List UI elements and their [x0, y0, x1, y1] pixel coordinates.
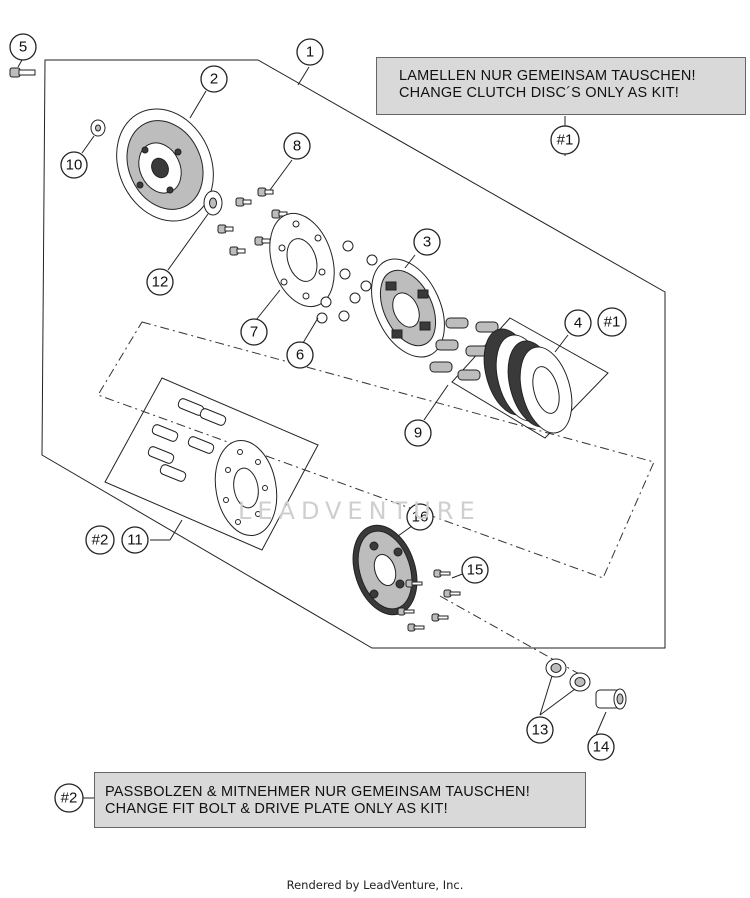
- kit-ref-note-1: #1: [550, 125, 580, 155]
- sleeve-part-14: [595, 688, 627, 710]
- svg-text:#1: #1: [557, 132, 574, 149]
- svg-text:9: 9: [414, 425, 422, 442]
- note-2-german: PASSBOLZEN & MITNEHMER NUR GEMEINSAM TAU…: [105, 784, 530, 800]
- assembly-axis: [439, 595, 591, 681]
- svg-text:1: 1: [306, 44, 314, 61]
- kit-dashed-outline: [97, 321, 655, 579]
- drive-plate-kit-note: PASSBOLZEN & MITNEHMER NUR GEMEINSAM TAU…: [94, 772, 586, 828]
- springs-part-9: [429, 317, 499, 381]
- washer-part-10: [90, 119, 106, 137]
- clutch-disc-kit-box: [451, 317, 609, 439]
- svg-text:8: 8: [293, 138, 301, 155]
- callout-11: 11: [121, 526, 149, 554]
- svg-text:5: 5: [19, 39, 27, 56]
- kit-ref-note-2: #2: [54, 783, 84, 813]
- svg-text:3: 3: [423, 234, 431, 251]
- svg-text:#1: #1: [604, 314, 621, 331]
- thrust-washer-part-12: [203, 190, 223, 216]
- svg-text:11: 11: [127, 532, 143, 549]
- callout-10: 10: [60, 151, 88, 179]
- callout-4: 4: [564, 309, 592, 337]
- svg-text:10: 10: [66, 157, 83, 174]
- callout-5: 5: [9, 33, 37, 61]
- svg-text:#2: #2: [61, 790, 78, 807]
- gear-part-16: [352, 524, 418, 616]
- drive-plate-part-11: [147, 398, 278, 537]
- svg-text:15: 15: [467, 562, 484, 579]
- bolts-part-15: [397, 569, 461, 632]
- plate-part-7: [269, 212, 335, 308]
- svg-text:16: 16: [412, 509, 429, 526]
- balls-part-6: [316, 240, 378, 324]
- callout-12: 12: [146, 268, 174, 296]
- note-2-english: CHANGE FIT BOLT & DRIVE PLATE ONLY AS KI…: [105, 801, 448, 817]
- svg-text:13: 13: [532, 722, 549, 739]
- note-1-german: LAMELLEN NUR GEMEINSAM TAUSCHEN!: [399, 68, 696, 84]
- callout-13: 13: [526, 716, 554, 744]
- callout-1: 1: [296, 38, 324, 66]
- bushings-part-13: [545, 658, 591, 692]
- callout-2: 2: [200, 65, 228, 93]
- callout-7: 7: [240, 318, 268, 346]
- svg-text:14: 14: [593, 739, 610, 756]
- clutch-discs-part-4: [483, 328, 573, 434]
- svg-text:12: 12: [152, 274, 169, 291]
- note-1-english: CHANGE CLUTCH DISC´S ONLY AS KIT!: [399, 85, 680, 101]
- clutch-hub-part-3: [371, 258, 445, 358]
- leader-lines: [17, 59, 607, 736]
- callout-3: 3: [413, 228, 441, 256]
- callout-8: 8: [283, 132, 311, 160]
- watermark-logo: LEADVENTURE: [238, 497, 481, 525]
- svg-text:2: 2: [210, 71, 218, 88]
- clutch-basket-part-2: [116, 108, 214, 222]
- callout-9: 9: [404, 419, 432, 447]
- svg-text:7: 7: [250, 324, 258, 341]
- kit-ref-part-4: #1: [597, 307, 627, 337]
- callout-6: 6: [286, 341, 314, 369]
- footer-credit: Rendered by LeadVenture, Inc.: [286, 878, 464, 892]
- assembly-outline: [41, 59, 666, 649]
- callout-14: 14: [587, 733, 615, 761]
- clutch-disc-kit-note: LAMELLEN NUR GEMEINSAM TAUSCHEN! CHANGE …: [376, 57, 746, 115]
- callout-16: 16: [406, 503, 434, 531]
- svg-text:#2: #2: [92, 532, 109, 549]
- bolt-part-5: [9, 67, 36, 78]
- svg-text:4: 4: [574, 315, 582, 332]
- svg-text:6: 6: [296, 347, 304, 364]
- drive-plate-kit-box: [104, 377, 319, 551]
- kit-ref-part-11: #2: [85, 525, 115, 555]
- callout-15: 15: [461, 556, 489, 584]
